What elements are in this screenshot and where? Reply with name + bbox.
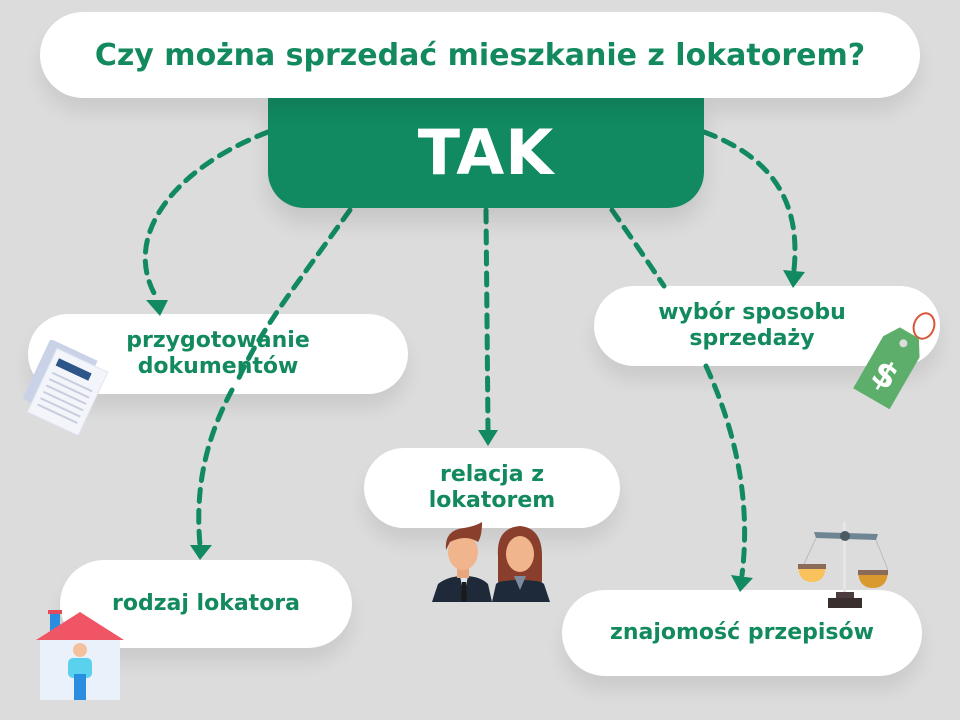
node-documents: przygotowanie dokumentów [28, 314, 408, 394]
node-tenant-relation-line2: lokatorem [428, 488, 556, 513]
scales-icon [798, 522, 889, 608]
answer-box: TAK [268, 96, 704, 208]
node-tenant-relation: relacja z lokatorem [364, 448, 620, 528]
answer-text: TAK [417, 115, 555, 189]
people-icon [432, 522, 550, 602]
arrowhead-icon [146, 300, 168, 316]
documents-icon [22, 340, 109, 435]
node-tenant-type-line1: rodzaj lokatora [111, 591, 301, 616]
price-tag-icon: $ [853, 312, 936, 410]
node-sale-method-line1: wybór sposobu [658, 300, 846, 325]
title-text: Czy można sprzedać mieszkanie z lokatore… [94, 37, 866, 73]
node-documents-line2: dokumentów [137, 354, 299, 379]
node-tenant-type: rodzaj lokatora [60, 560, 352, 648]
node-documents-line1: przygotowanie [126, 328, 310, 353]
node-regulations-line1: znajomość przepisów [610, 620, 874, 645]
node-sale-method-line2: sprzedaży [689, 326, 815, 351]
house-icon [36, 610, 124, 700]
node-tenant-relation-line1: relacja z [439, 462, 545, 487]
page-title: Czy można sprzedać mieszkanie z lokatore… [40, 12, 920, 98]
